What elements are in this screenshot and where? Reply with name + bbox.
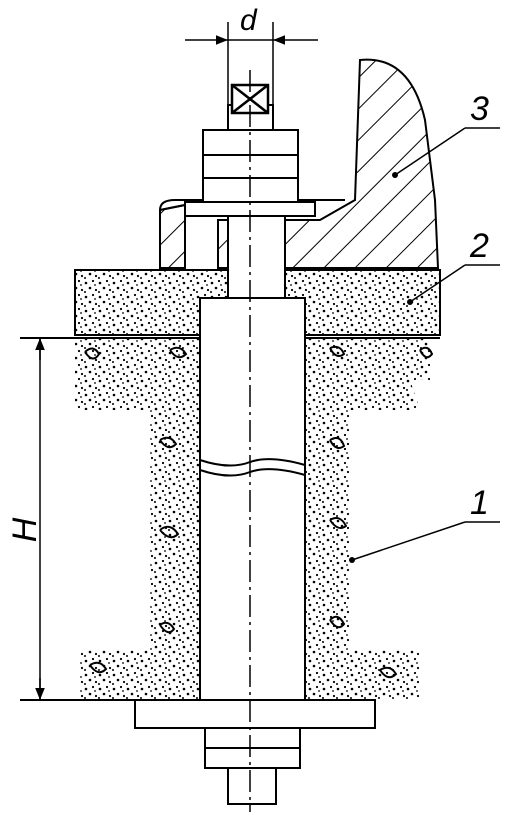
- callout-1: 1: [349, 484, 500, 563]
- diameter-label: d: [240, 4, 258, 37]
- callout-3-label: 3: [470, 90, 489, 128]
- dimension-d: d: [185, 4, 318, 110]
- anchor-plate: [134, 699, 376, 805]
- callout-1-label: 1: [470, 484, 489, 522]
- callout-2: 2: [407, 227, 500, 305]
- callout-3: 3: [392, 90, 500, 178]
- callout-2-label: 2: [469, 227, 489, 265]
- equipment-base: [159, 58, 440, 269]
- depth-label: H: [6, 517, 44, 542]
- dimension-h: H: [6, 338, 45, 700]
